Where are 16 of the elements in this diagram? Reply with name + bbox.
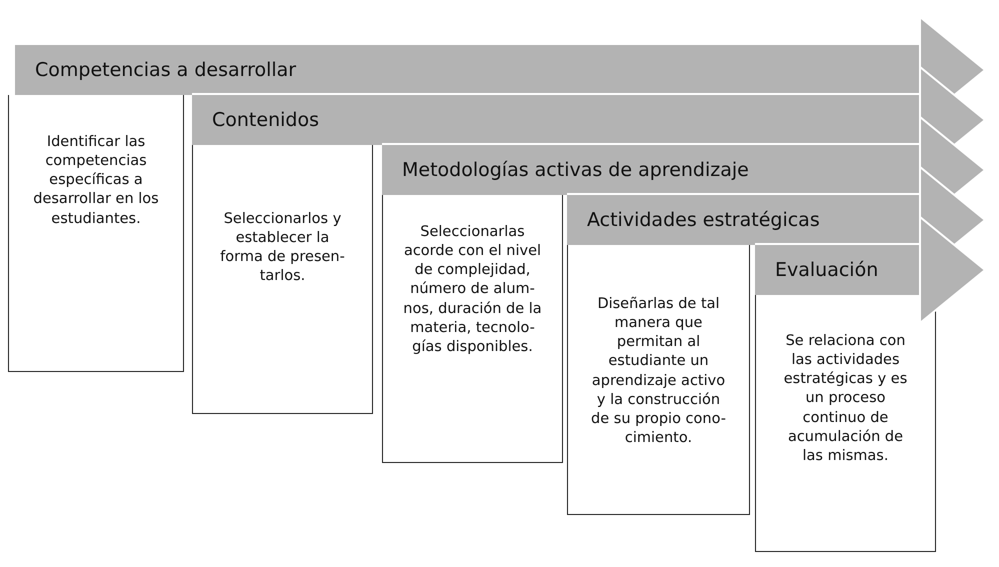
text-box [8, 95, 184, 372]
step-heading: Metodologías activas de aprendizaje [402, 159, 749, 181]
text-box [755, 295, 936, 552]
text-box [567, 245, 750, 515]
step-heading: Evaluación [775, 259, 878, 281]
step-heading: Contenidos [212, 109, 319, 131]
arrow-band [755, 243, 920, 295]
step-description: Identificar las competencias específicas a desarrollar en los estudiantes. [32, 133, 160, 228]
step-heading: Competencias a desarrollar [35, 59, 296, 81]
step-description: Diseñarlas de tal manera que permitan al estudiante un aprendizaje activo y la construcción de su propio cono-cimiento. [590, 295, 726, 448]
step-description: Seleccionarlos y establecer la forma de presen-tarlos. [219, 210, 346, 286]
text-box [382, 195, 563, 463]
step-description: Se relaciona con las actividades estratégicas y es un proceso continuo de acumulación de las mismas. [782, 332, 908, 466]
step-description: Seleccionarlas acorde con el nivel de complejidad, número de alum-nos, duración de la materia, tecnolo-gías disponibles. [402, 223, 543, 357]
step-heading: Actividades estratégicas [587, 209, 820, 231]
text-box [192, 145, 373, 414]
